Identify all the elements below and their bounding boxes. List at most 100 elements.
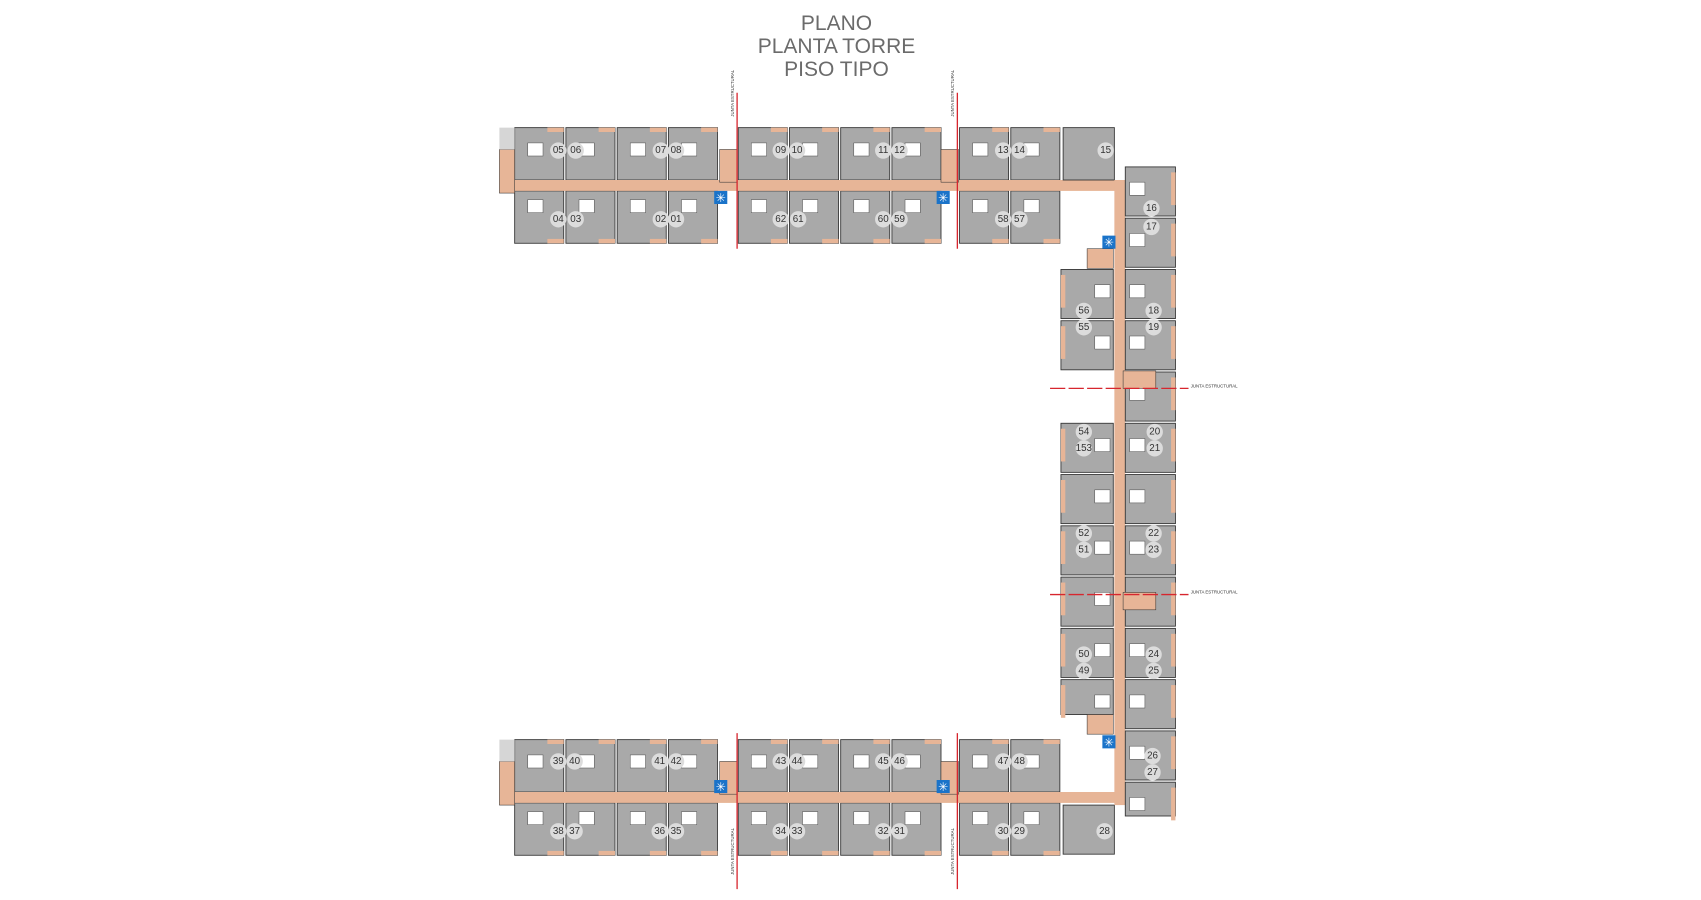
unit-number-label: 05	[550, 142, 567, 159]
unit-number-label: 25	[1145, 662, 1162, 680]
unit-number: 09	[775, 145, 786, 156]
unit-number: 45	[878, 756, 889, 767]
unit-number: 15	[1100, 145, 1111, 156]
title-line-1: PLANO	[800, 12, 873, 35]
unit-number: 04	[553, 214, 564, 225]
unit-number: 61	[793, 214, 804, 225]
shaft	[499, 739, 515, 762]
unit-number-label: 47	[994, 753, 1012, 770]
structural-joint-label: JUNTA ESTRUCTURAL	[730, 69, 735, 116]
snowflake-stair-icon: ✳	[936, 190, 950, 205]
unit-number-badge	[1143, 200, 1160, 217]
unit-number: 24	[1148, 649, 1159, 660]
bathroom	[1129, 233, 1146, 247]
unit-number-badge	[652, 142, 669, 159]
stair-icon-glyph: ✳	[1104, 236, 1114, 250]
unit-number-label: 43	[772, 753, 789, 770]
bathroom	[1094, 694, 1111, 709]
structural-joint-label: JUNTA ESTRUCTURAL	[730, 827, 735, 874]
balcony	[770, 850, 788, 856]
balcony	[547, 850, 564, 856]
snowflake-stair-icon: ✳	[714, 780, 728, 794]
unit-number-badge	[994, 753, 1012, 770]
unit-number: 19	[1148, 322, 1159, 333]
unit-number: 41	[654, 756, 665, 767]
unit-number: 06	[570, 145, 581, 156]
balcony	[873, 739, 890, 744]
unit-number-badge	[788, 753, 806, 770]
balcony	[992, 850, 1009, 856]
unit-number-label: 62	[772, 211, 789, 228]
balcony	[822, 127, 839, 132]
unit-number-badge	[550, 753, 567, 770]
unit-number-label: 29	[1011, 823, 1028, 840]
unit-number-badge	[891, 142, 908, 159]
unit-number-badge	[550, 211, 567, 228]
bathroom	[1094, 284, 1111, 299]
unit-number: 38	[553, 826, 564, 837]
unit-number-label: 24	[1145, 646, 1162, 663]
balcony	[822, 238, 839, 244]
balcony	[770, 127, 788, 132]
unit-number: 62	[775, 214, 786, 225]
unit-number-label: 01	[667, 211, 685, 228]
bathroom	[1094, 438, 1111, 452]
unit-number: 22	[1148, 528, 1159, 539]
unit-number-badge	[994, 142, 1012, 159]
unit-number-label: 20	[1146, 423, 1163, 441]
unit-number-label: 21	[1146, 440, 1163, 457]
unit-number: 34	[775, 826, 786, 837]
balcony	[873, 238, 890, 244]
balcony	[547, 127, 564, 132]
unit-number-badge	[1075, 423, 1093, 441]
snowflake-stair-icon: ✳	[1102, 735, 1116, 749]
bathroom	[853, 199, 870, 213]
unit-number: 51	[1078, 544, 1089, 555]
unit-number: 21	[1149, 443, 1160, 454]
unit-number-label: 30	[994, 823, 1012, 840]
bathroom	[1129, 284, 1146, 299]
stair-icon-glyph: ✳	[716, 780, 726, 794]
balcony	[649, 739, 667, 744]
balcony	[1060, 633, 1066, 667]
unit-number-label: 23	[1145, 541, 1162, 558]
unit-number-label: 04	[550, 211, 567, 228]
unit-number: 43	[775, 756, 786, 767]
stair-landing	[1122, 592, 1157, 611]
unit-shape	[1124, 474, 1176, 525]
unit-number-badge	[788, 823, 806, 840]
unit-number-label: 39	[550, 753, 567, 770]
balcony	[822, 850, 839, 856]
unit-number-badge	[772, 823, 789, 840]
unit-number: 37	[569, 826, 580, 837]
snowflake-stair-icon: ✳	[1102, 235, 1116, 250]
unit-number-label: 58	[994, 211, 1012, 228]
unit-number-badge	[1144, 764, 1161, 781]
unit-number-badge	[1011, 753, 1028, 770]
bathroom	[1129, 181, 1146, 196]
unit-number: 30	[998, 826, 1009, 837]
unit-number: 60	[878, 214, 889, 225]
bathroom	[1129, 745, 1146, 760]
unit-number-badge	[667, 211, 685, 228]
stair-landing	[940, 149, 959, 183]
unit-number-label: 60	[875, 211, 892, 228]
unit-number-label: 32	[875, 823, 892, 840]
unit-number: 10	[792, 145, 803, 156]
stair-icon-bg	[936, 190, 950, 204]
bathroom	[802, 811, 819, 825]
unit-number-badge	[1011, 142, 1028, 159]
unit-number-badge	[566, 823, 583, 840]
unit-number: 49	[1078, 665, 1089, 676]
unit-number-label: 33	[788, 823, 806, 840]
unit-number-badge	[667, 753, 685, 770]
balcony	[924, 238, 942, 244]
unit-number: 14	[1014, 145, 1025, 156]
balcony	[1171, 633, 1176, 667]
bathroom	[751, 811, 767, 825]
unit-number-label: 02	[652, 211, 669, 228]
unit-number-badge	[1145, 662, 1162, 680]
unit-number-label: 45	[875, 753, 892, 770]
balcony	[770, 739, 788, 744]
balcony	[1171, 531, 1176, 564]
